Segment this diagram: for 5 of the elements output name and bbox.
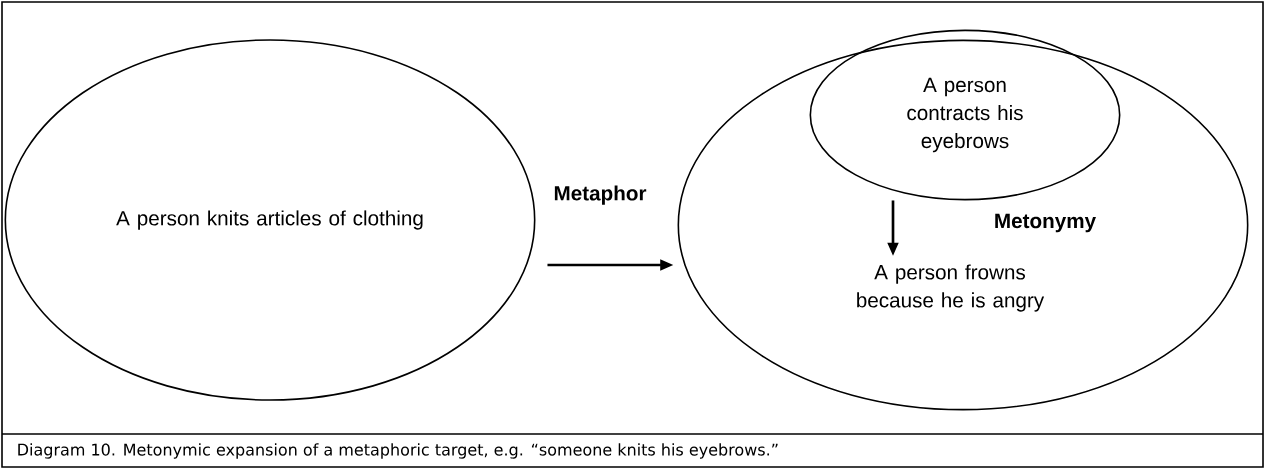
ellipse (677, 39, 1249, 411)
edge-label: Metonymy (995, 213, 1096, 233)
text-label: A person frowns because he is angry (857, 264, 1045, 312)
caption: Diagram 10. Metonymic expansion of a metaphoric target, e.g. “someone knits his eyebrows.” (18, 443, 778, 459)
edge-label: Metaphor (554, 185, 647, 205)
